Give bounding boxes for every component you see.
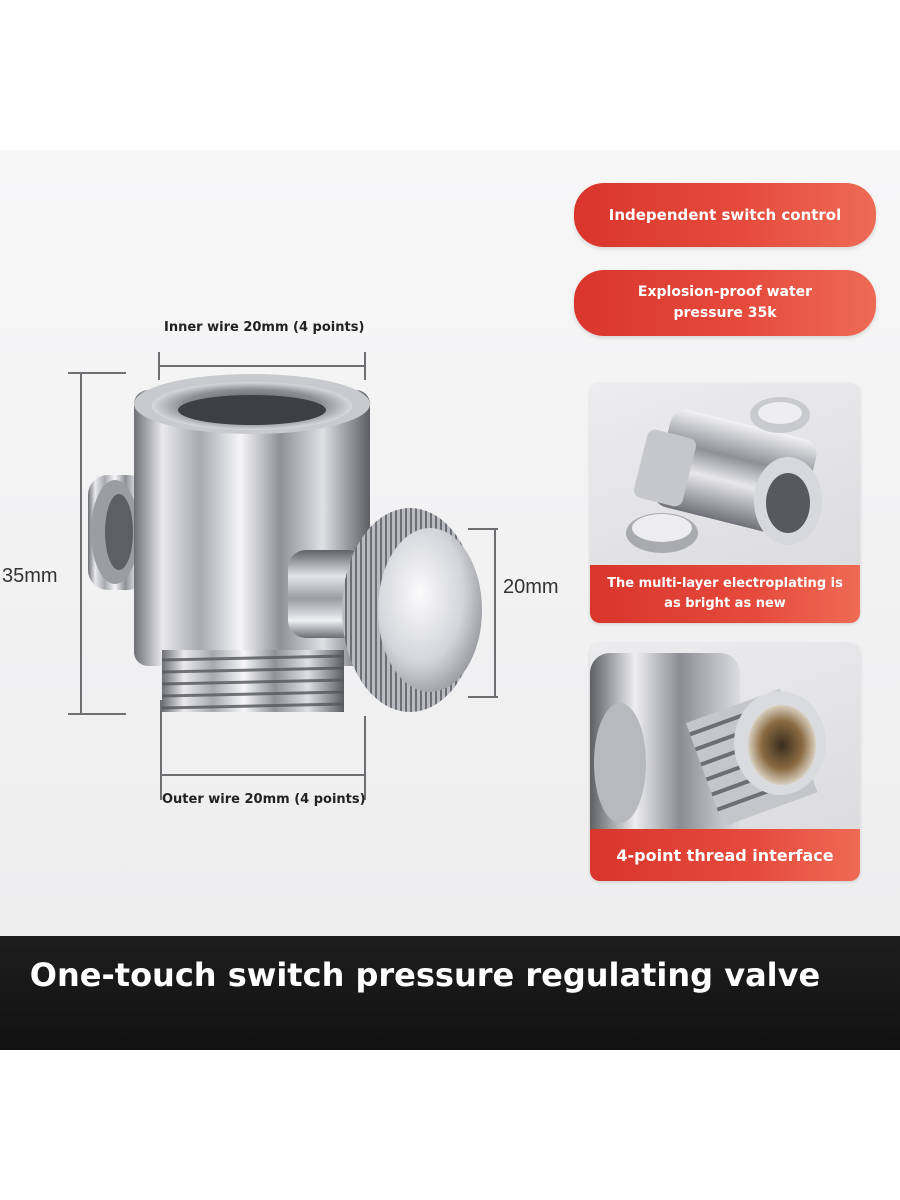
knob-tick-top xyxy=(468,528,498,530)
height-tick-top xyxy=(68,372,126,374)
height-line xyxy=(80,372,82,715)
inner-wire-label: Inner wire 20mm (4 points) xyxy=(164,320,365,335)
outer-wire-tick-left xyxy=(160,700,162,800)
height-label: 35mm xyxy=(2,565,58,587)
feature-switch-control: Independent switch control xyxy=(574,183,876,247)
knob-label: 20mm xyxy=(503,576,559,598)
detail-card-electroplating-caption: The multi-layer electroplating is as bri… xyxy=(590,565,860,623)
inner-wire-tick-right xyxy=(364,352,366,380)
height-tick-bottom xyxy=(68,713,126,715)
valve-main-illustration xyxy=(88,374,482,712)
title-banner: One-touch switch pressure regulating val… xyxy=(0,936,900,1050)
detail-card-thread-interface: 4-point thread interface xyxy=(590,643,860,881)
detail-card-thread-interface-text: 4-point thread interface xyxy=(616,845,834,865)
outer-wire-label: Outer wire 20mm (4 points) xyxy=(162,792,366,807)
detail-card-thread-interface-caption: 4-point thread interface xyxy=(590,829,860,881)
detail-card-electroplating-text: The multi-layer electroplating is as bri… xyxy=(607,576,843,611)
outer-wire-line xyxy=(160,774,366,776)
feature-water-pressure: Explosion-proof water pressure 35k xyxy=(574,270,876,336)
knob-line xyxy=(494,528,496,698)
feature-water-pressure-text: Explosion-proof water pressure 35k xyxy=(637,284,813,321)
knob-tick-bottom xyxy=(468,696,498,698)
inner-wire-line xyxy=(158,365,366,367)
detail-card-electroplating: The multi-layer electroplating is as bri… xyxy=(590,383,860,623)
feature-switch-control-text: Independent switch control xyxy=(608,206,842,224)
valve-side-view-illustration xyxy=(626,397,822,553)
product-title: One-touch switch pressure regulating val… xyxy=(29,956,821,994)
outer-wire-tick-right xyxy=(364,716,366,800)
inner-wire-tick-left xyxy=(158,352,160,380)
valve-thread-closeup-illustration xyxy=(590,653,826,853)
